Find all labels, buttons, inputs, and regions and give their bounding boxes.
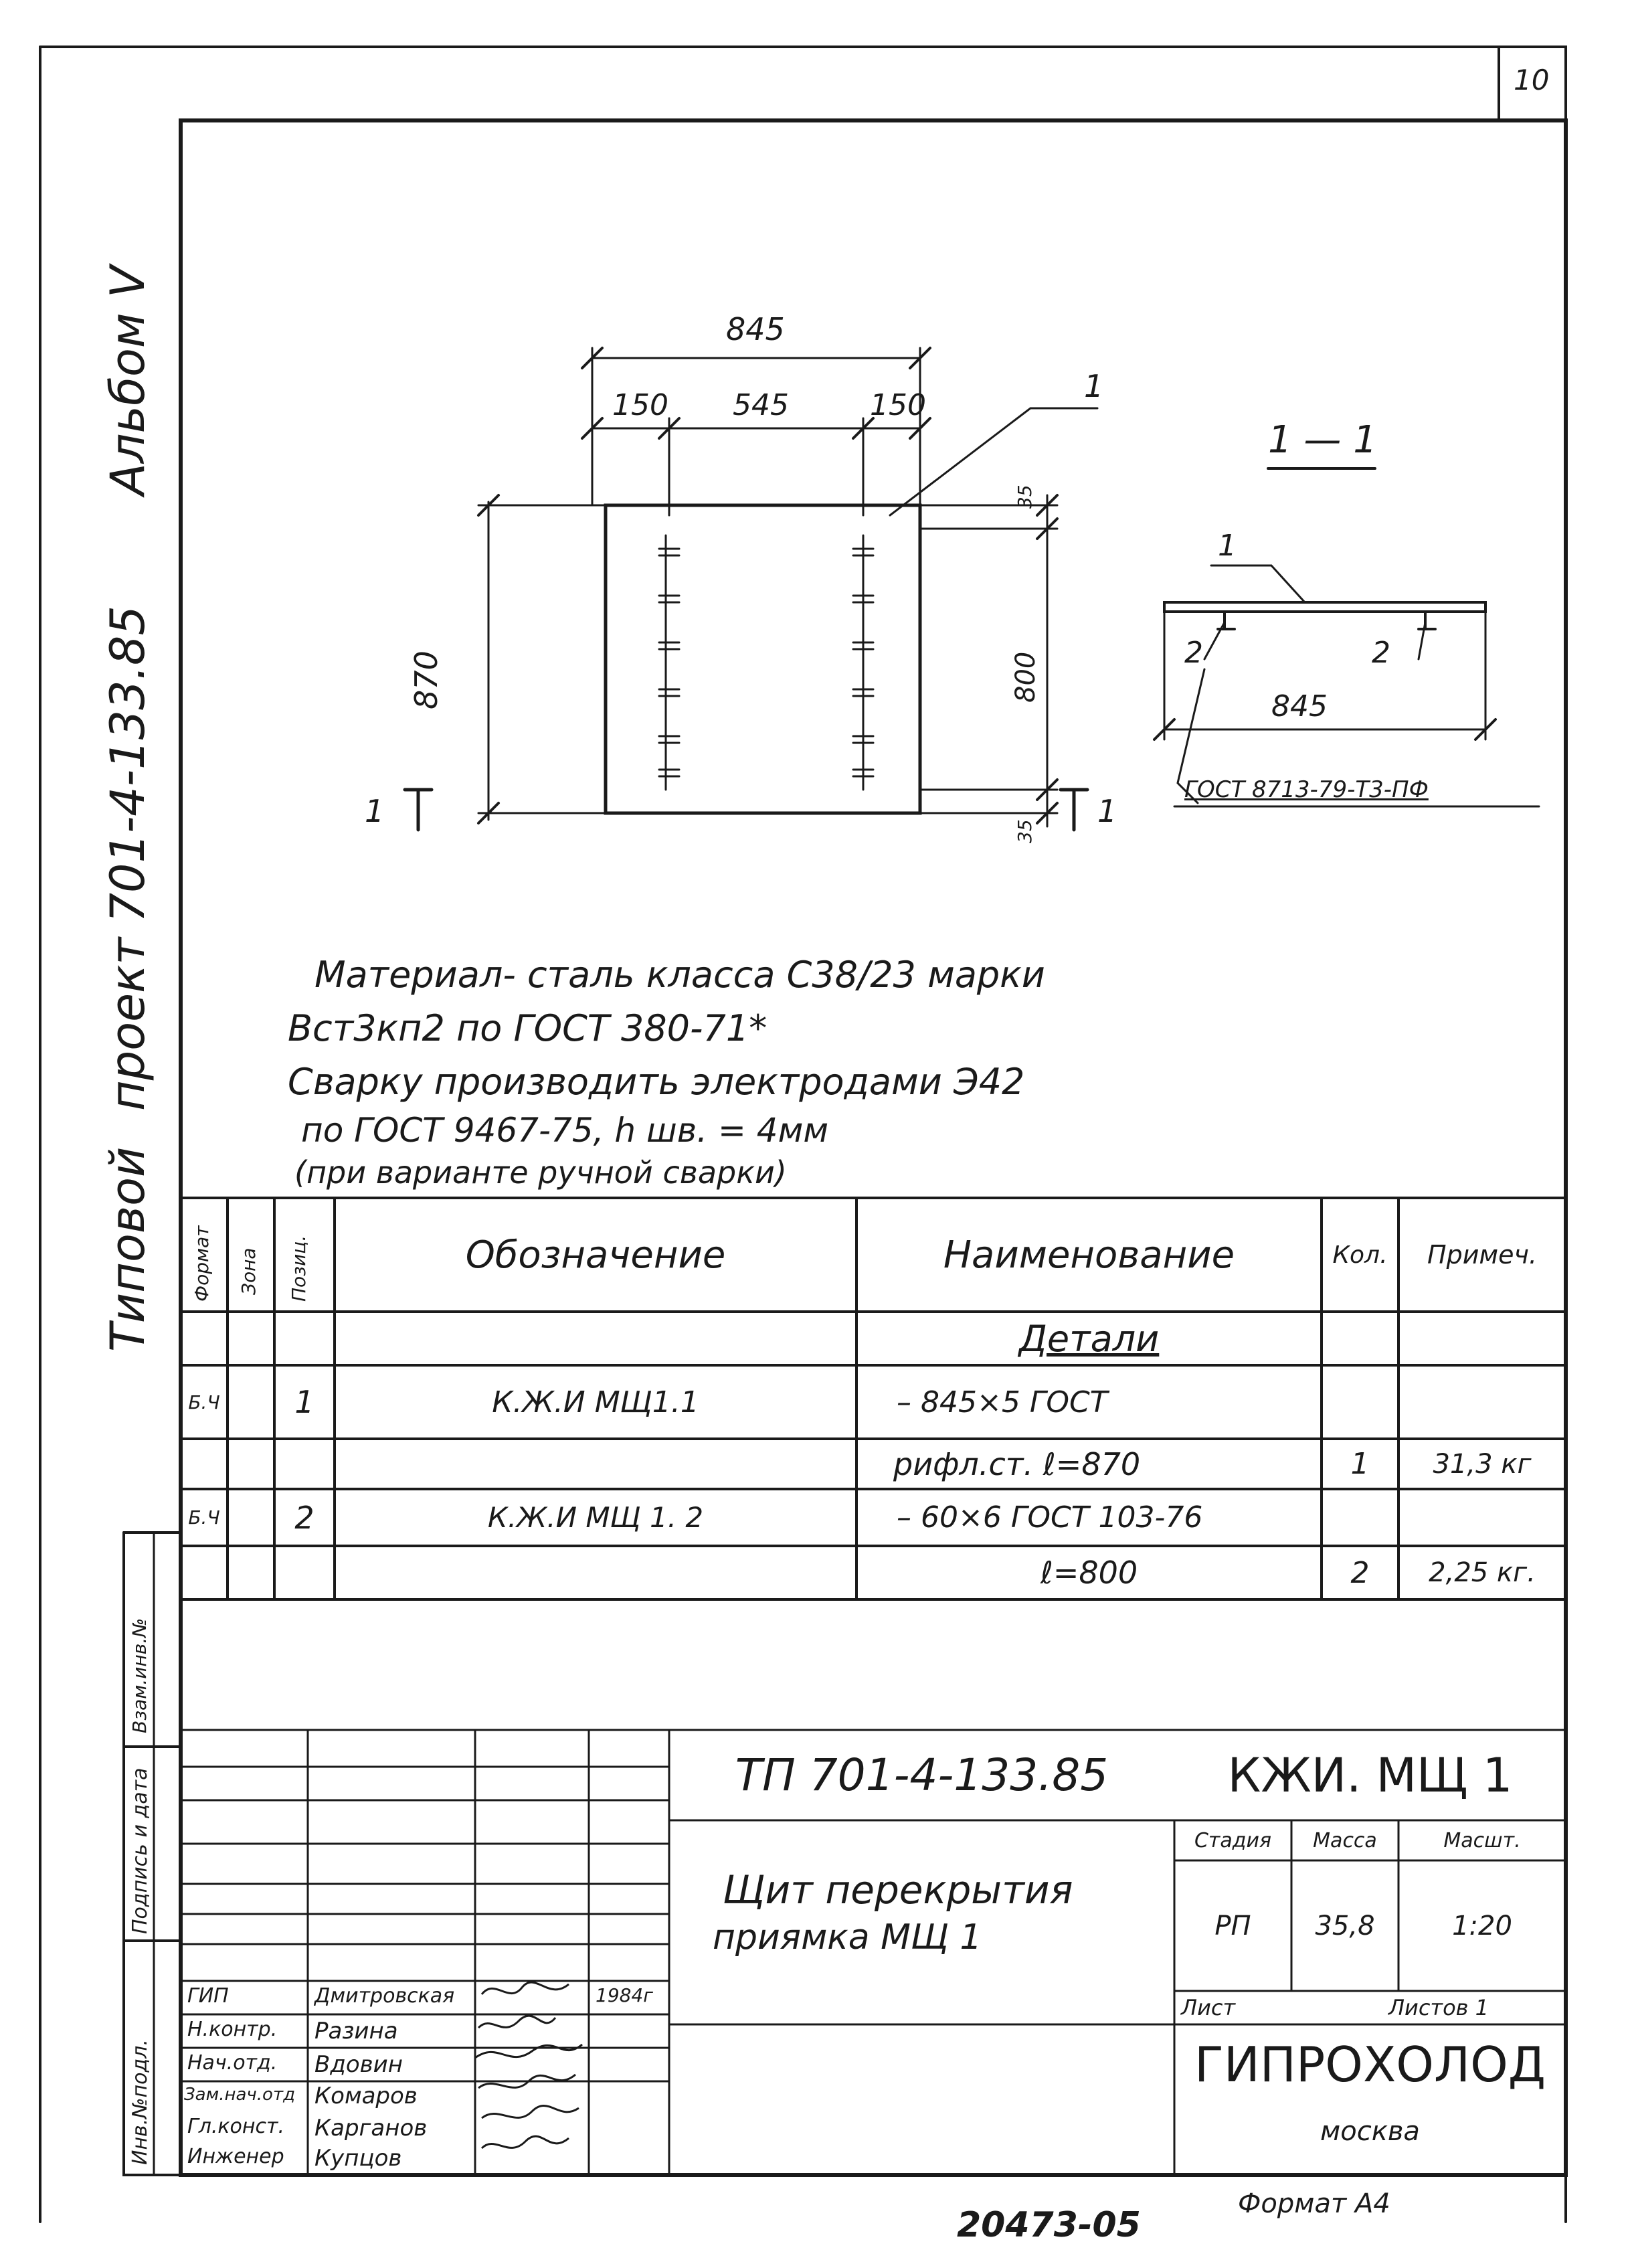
mass-value: 35,8 [1315, 1910, 1375, 1941]
col-header-zone: Зона [238, 1247, 260, 1295]
row-1-format: Б.Ч [188, 1391, 220, 1413]
person-name-3: Вдовин [314, 2051, 403, 2078]
row-1-designation: К.Ж.И МЩ1.1 [492, 1385, 699, 1419]
person-name-2: Разина [314, 2018, 398, 2044]
dim-right-edge: 150 [870, 388, 926, 422]
section-weld-standard: ГОСТ 8713-79-Т3-ПФ [1184, 776, 1429, 803]
col-header-note: Примеч. [1427, 1240, 1537, 1270]
row-3-format: Б.Ч [188, 1506, 220, 1529]
dim-inner-height: 800 [1010, 651, 1041, 703]
title-block-grid [179, 1729, 1567, 2176]
dim-overall-width: 845 [726, 311, 785, 347]
sheet-format: Формат А4 [1238, 2188, 1390, 2219]
sheet-label: Лист [1181, 1995, 1236, 2020]
drawing-mark: КЖИ. МЩ 1 [1227, 1747, 1513, 1803]
weld-marks-right [852, 534, 875, 791]
stage-value: РП [1214, 1910, 1251, 1941]
section-pos-2-left: 2 [1184, 636, 1203, 670]
scale-label: Масшт. [1443, 1828, 1521, 1852]
section-plate [1163, 601, 1487, 613]
col-header-pos: Позиц. [288, 1235, 310, 1302]
stamp-inv-podl: Инв.№подл. [128, 2039, 152, 2165]
row-4-note: 2,25 кг. [1429, 1557, 1536, 1588]
row-3-name: – 60×6 ГОСТ 103-76 [897, 1500, 1203, 1535]
row-1-pos: 1 [294, 1384, 314, 1420]
person-role-1: ГИП [187, 1984, 229, 2008]
person-name-5: Карганов [314, 2115, 428, 2142]
cut-mark-right: 1 [1097, 793, 1117, 829]
weld-marks-left [658, 534, 681, 791]
row-2-note: 31,3 кг [1433, 1448, 1532, 1480]
organization-city: москва [1320, 2116, 1420, 2147]
col-header-name: Наименование [943, 1233, 1235, 1277]
note-line-1: Материал- сталь класса С38/23 марки [314, 954, 1045, 996]
row-2-qty: 1 [1350, 1447, 1370, 1481]
cut-mark-left: 1 [365, 793, 385, 829]
row-1-name: – 845×5 ГОСТ [897, 1385, 1108, 1419]
dim-top-offset: 35 [1014, 485, 1036, 509]
section-pos-2-right: 2 [1372, 636, 1390, 670]
person-role-2: Н.контр. [187, 2018, 278, 2041]
inner-frame [179, 118, 1568, 2177]
dim-height: 870 [408, 650, 444, 709]
col-header-format: Формат [191, 1225, 213, 1302]
spec-section-title: Детали [1018, 1317, 1160, 1360]
side-title-proekt: проект 701-4-133.85 [100, 606, 155, 1111]
dim-left-edge: 150 [612, 388, 668, 422]
note-line-4: по ГОСТ 9467-75, h шв. = 4мм [301, 1111, 829, 1150]
mass-label: Масса [1313, 1828, 1377, 1852]
dim-bottom-offset: 35 [1014, 819, 1036, 843]
sheets-label: Листов 1 [1388, 1995, 1489, 2020]
section-width: 845 [1271, 689, 1328, 723]
row-2-name: рифл.ст. ℓ=870 [893, 1446, 1141, 1482]
row-3-designation: К.Ж.И МЩ 1. 2 [487, 1501, 704, 1534]
person-name-1: Дмитровская [314, 1984, 455, 2008]
col-header-qty: Кол. [1332, 1241, 1388, 1269]
note-line-5: (при варианте ручной сварки) [294, 1154, 787, 1191]
drawing-code: ТП 701-4-133.85 [735, 1749, 1109, 1801]
note-line-3: Сварку производить электродами Э42 [288, 1061, 1025, 1103]
row-4-name: ℓ=800 [1040, 1555, 1138, 1591]
stamp-vzam-inv: Взам.инв.№ [128, 1618, 151, 1733]
plate-outline [604, 503, 922, 815]
side-title-tipovoy: Типовой [100, 1146, 155, 1352]
signatures [474, 1981, 583, 2150]
col-header-designation: Обозначение [465, 1233, 726, 1277]
title-name-line-1: Щит перекрытия [723, 1867, 1073, 1913]
archive-number: 20473-05 [957, 2205, 1141, 2245]
person-name-4: Комаров [314, 2083, 418, 2109]
scale-value: 1:20 [1452, 1910, 1512, 1941]
row-4-qty: 2 [1350, 1555, 1370, 1590]
note-line-2: Вст3кп2 по ГОСТ 380-71* [288, 1007, 767, 1049]
row-3-pos: 2 [294, 1499, 314, 1536]
person-role-3: Нач.отд. [187, 2051, 278, 2075]
organization: ГИПРОХОЛОД [1194, 2036, 1546, 2093]
stamp-podp-data: Подпись и дата [128, 1767, 152, 1935]
position-1-label: 1 [1084, 368, 1104, 404]
spec-table-grid [179, 1197, 1567, 1601]
title-name-line-2: приямка МЩ 1 [713, 1917, 982, 1957]
person-name-6: Купцов [314, 2145, 402, 2172]
sheet-number: 10 [1514, 64, 1550, 96]
section-pos-1: 1 [1218, 529, 1237, 563]
person-date-1: 1984г [596, 1984, 653, 2006]
person-role-6: Инженер [187, 2145, 284, 2168]
dim-middle: 545 [733, 388, 789, 422]
person-role-4: Зам.нач.отд [184, 2085, 296, 2105]
section-title: 1 — 1 [1268, 418, 1377, 462]
side-title-albom: Альбом V [100, 266, 155, 495]
stage-label: Стадия [1194, 1828, 1272, 1852]
person-role-5: Гл.конст. [187, 2115, 285, 2138]
